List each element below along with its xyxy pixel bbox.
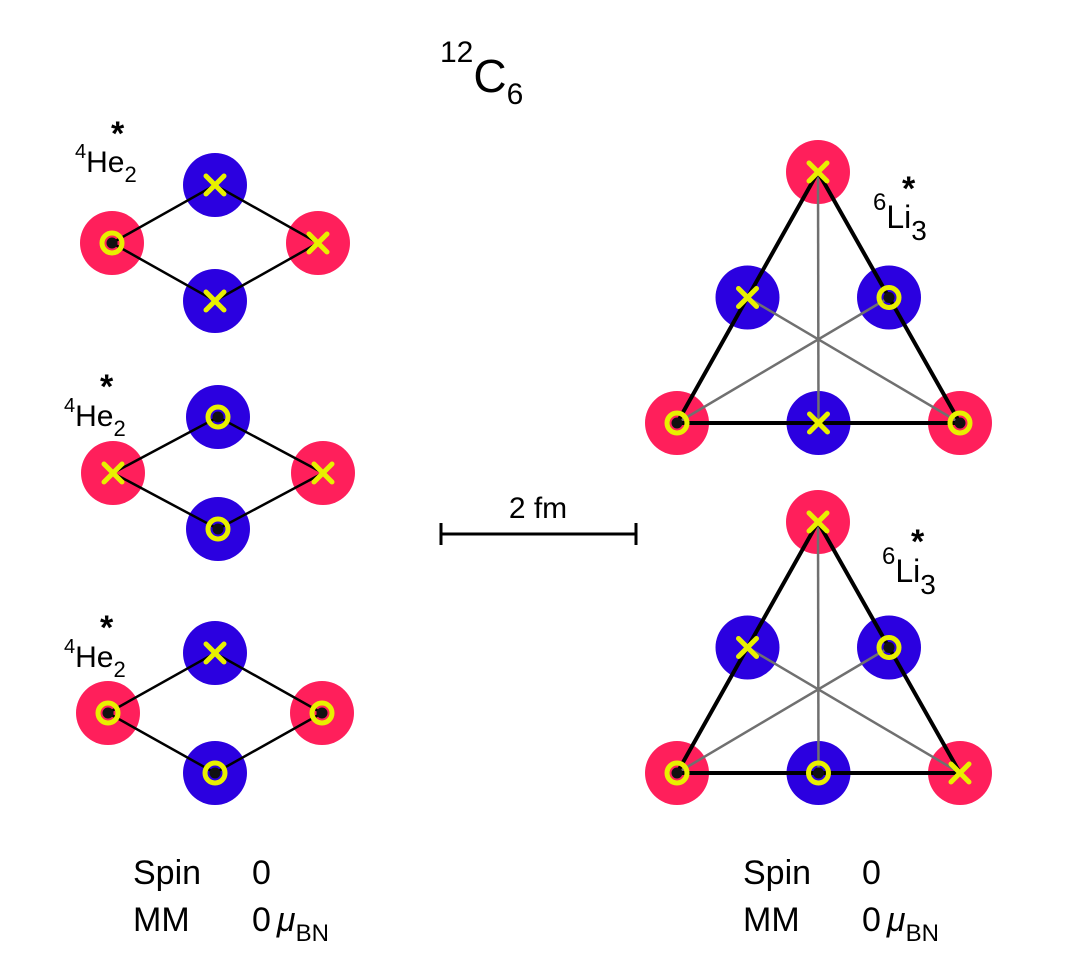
spin-dot-marker: [209, 767, 221, 779]
he-cluster-2: [81, 385, 355, 561]
he-cluster-1: [80, 153, 350, 333]
li-cluster-1-label: 6Li3: [873, 189, 927, 246]
spin-dot-marker: [883, 292, 895, 303]
spin-dot-marker: [102, 707, 114, 719]
spin-ring-marker: [202, 760, 228, 786]
scale-bar-label: 2 fm: [509, 492, 567, 525]
right-spin-value: 0: [862, 854, 881, 892]
cluster-medians: [676, 521, 961, 775]
spin-dot-marker: [813, 767, 824, 779]
spin-cross-marker: [806, 160, 830, 184]
spin-ring-marker: [947, 410, 973, 436]
spin-ring-marker: [876, 285, 902, 310]
spin-cross-marker: [736, 286, 759, 309]
spin-dot-marker: [316, 707, 328, 719]
spin-cross-marker: [807, 411, 830, 435]
spin-ring-marker: [95, 700, 121, 726]
he-cluster-3-label: 4He2: [64, 636, 126, 682]
spin-ring-marker: [205, 516, 231, 542]
spin-cross-marker: [203, 289, 227, 313]
spin-cross-marker: [203, 173, 227, 197]
right-mm-label: MM: [743, 901, 800, 939]
title-label: 12C6: [440, 36, 523, 111]
spin-dot-marker: [106, 237, 118, 249]
left-mm-label: MM: [133, 901, 190, 939]
li-cluster-1: [645, 140, 992, 455]
cluster-medians: [676, 171, 961, 425]
spin-dot-marker: [883, 642, 895, 653]
li-cluster-2-label: 6Li3: [882, 543, 936, 600]
he-cluster-3: [76, 621, 354, 805]
title-symbol: C: [473, 50, 506, 102]
he-cluster-2-label: 4He2: [64, 395, 126, 441]
left-spin-value: 0: [252, 854, 271, 892]
scale-bar: [439, 523, 638, 545]
spin-cross-marker: [203, 641, 227, 665]
spin-cross-marker: [306, 231, 330, 255]
spin-ring-marker: [806, 760, 831, 786]
spin-dot-marker: [671, 767, 683, 779]
title-mass: 12: [440, 36, 473, 69]
spin-ring-marker: [664, 410, 690, 436]
he-cluster-3-star: *: [100, 609, 114, 647]
spin-ring-marker: [99, 230, 125, 256]
he-cluster-1-label: 4He2: [75, 141, 137, 187]
spin-dot-marker: [671, 417, 683, 429]
spin-cross-marker: [948, 761, 972, 785]
spin-dot-marker: [954, 417, 966, 429]
spin-ring-marker: [205, 404, 231, 430]
li-cluster-2: [645, 490, 992, 805]
spin-dot-marker: [212, 411, 224, 423]
right-spin-label: Spin: [743, 854, 811, 892]
title-sub: 6: [507, 78, 524, 111]
spin-cross-marker: [101, 461, 125, 485]
li-cluster-2-star: *: [911, 523, 925, 561]
he-cluster-2-star: *: [100, 368, 114, 406]
he-cluster-1-star: *: [111, 115, 125, 153]
spin-cross-marker: [736, 636, 759, 659]
spin-ring-marker: [309, 700, 335, 726]
spin-ring-marker: [876, 635, 902, 660]
spin-ring-marker: [664, 760, 690, 786]
spin-cross-marker: [806, 510, 830, 534]
left-spin-label: Spin: [133, 854, 201, 892]
spin-cross-marker: [311, 461, 335, 485]
li-cluster-1-star: *: [902, 170, 916, 208]
spin-dot-marker: [212, 523, 224, 535]
